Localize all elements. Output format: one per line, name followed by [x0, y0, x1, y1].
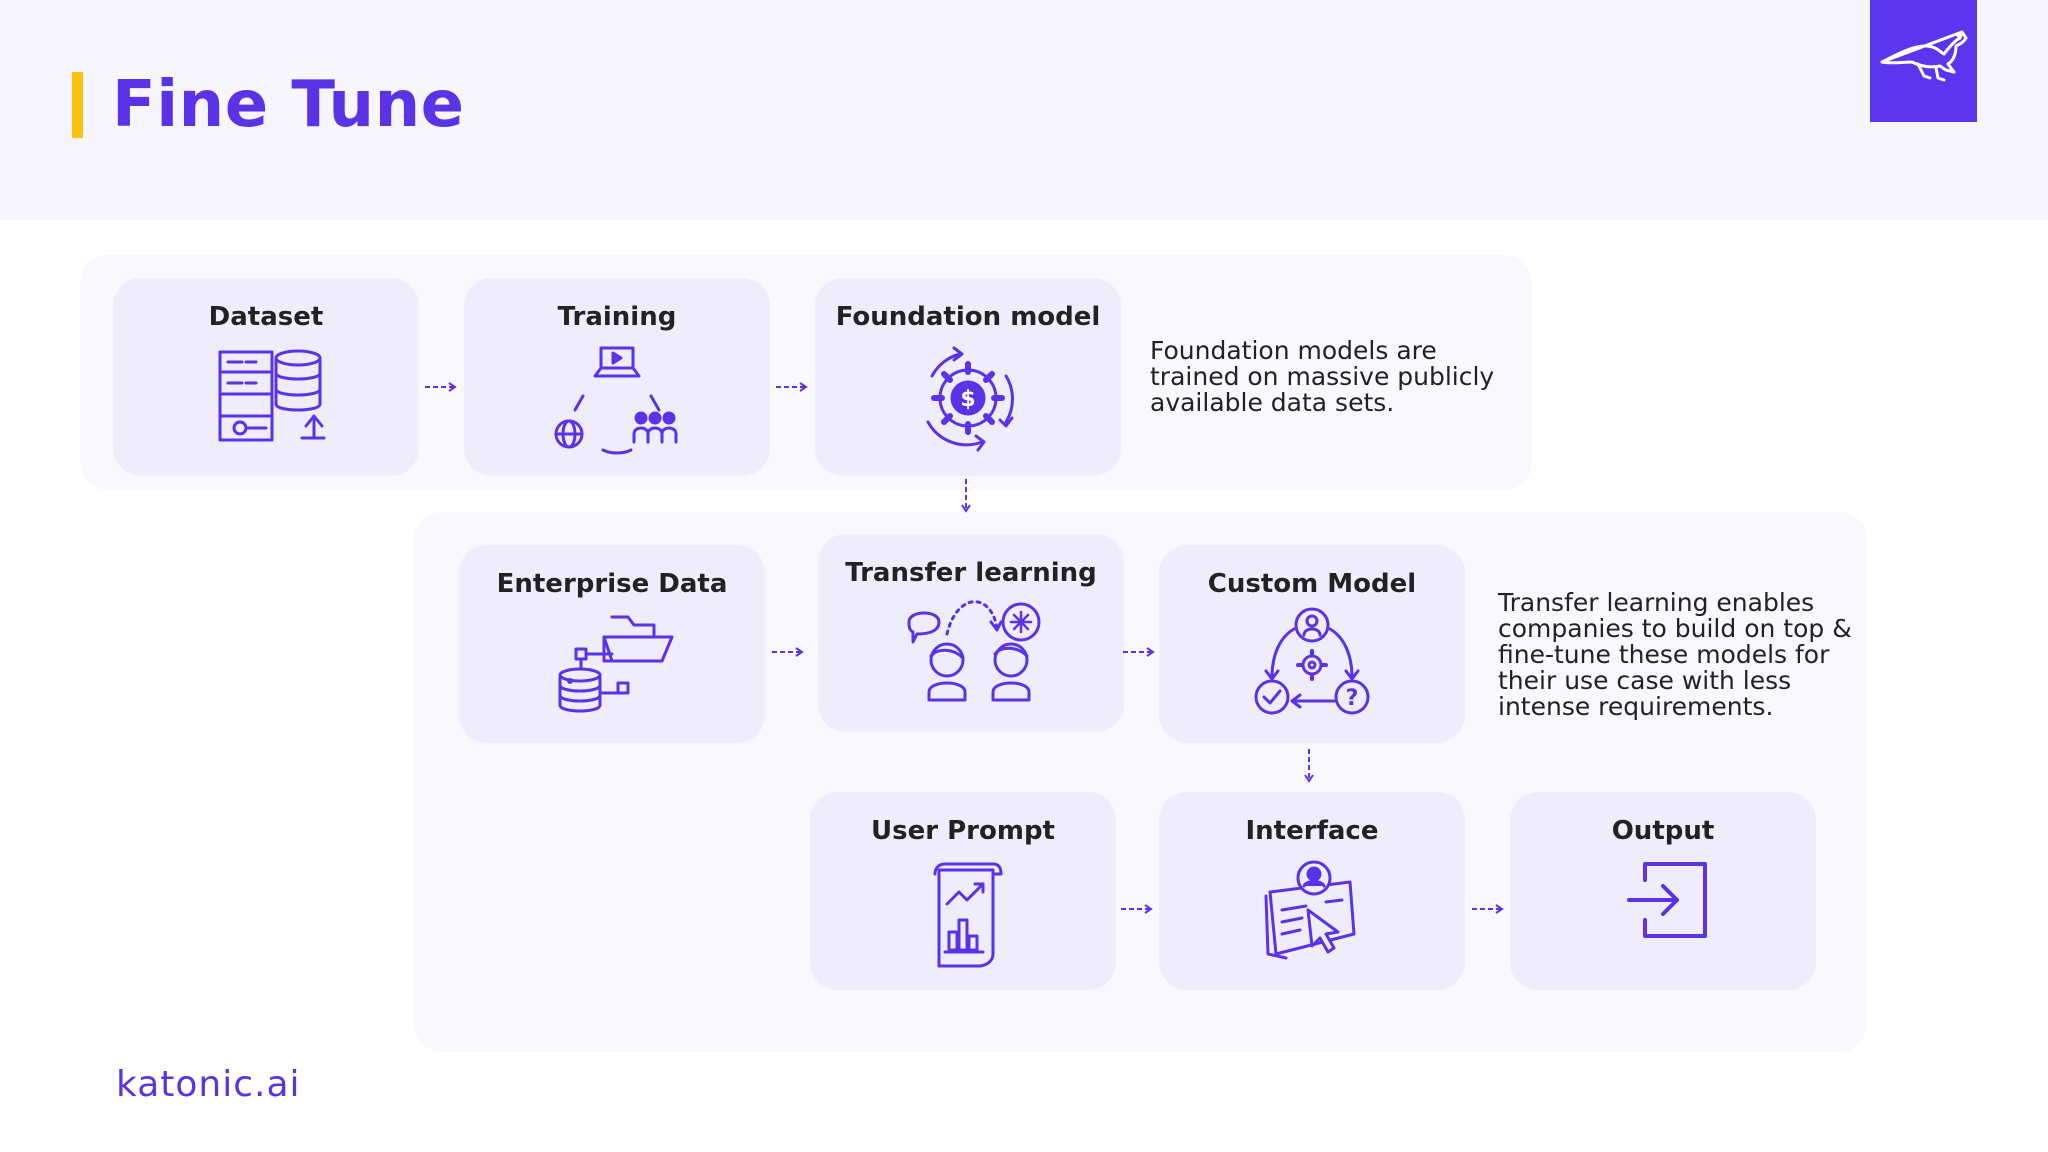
footer-brand: katonic.ai — [116, 1064, 301, 1105]
node-custom-model: Custom Model ? — [1159, 545, 1465, 743]
page-title: Fine Tune — [112, 68, 465, 142]
svg-text:$: $ — [960, 387, 975, 412]
node-label: Enterprise Data — [496, 569, 728, 599]
foundation-note: Foundation models are trained on massive… — [1150, 338, 1494, 416]
kangaroo-icon — [1880, 30, 1968, 82]
node-interface: Interface — [1159, 792, 1465, 990]
logo-badge — [1870, 0, 1977, 122]
people-knowledge-transfer-icon — [907, 600, 1041, 702]
node-foundation-model: Foundation model $ — [815, 278, 1121, 476]
node-label: Custom Model — [1207, 569, 1417, 599]
transfer-note: Transfer learning enables companies to b… — [1498, 590, 1852, 720]
gear-dollar-cycle-icon: $ — [926, 346, 1014, 452]
node-label: Transfer learning — [845, 558, 1097, 588]
connector-prompt-interface — [1121, 904, 1153, 914]
user-gear-question-icon: ? — [1254, 607, 1370, 715]
sign-in-icon — [1627, 862, 1707, 938]
connector-training-foundation — [776, 382, 808, 392]
profile-cursor-icon — [1264, 860, 1356, 960]
connector-custom-interface — [1304, 749, 1314, 783]
connector-foundation-transfer — [961, 479, 971, 513]
header-band — [0, 0, 2048, 220]
node-enterprise-data: Enterprise Data — [459, 545, 765, 743]
node-training: Training — [464, 278, 770, 476]
note-line: intense requirements. — [1498, 692, 1774, 721]
note-line: companies to build on top & — [1498, 614, 1852, 643]
note-line: Foundation models are — [1150, 336, 1437, 365]
laptop-network-people-icon — [554, 346, 678, 455]
note-line: trained on massive publicly — [1150, 362, 1495, 391]
connector-enterprise-transfer — [772, 647, 804, 657]
server-database-icon — [218, 349, 326, 442]
folder-database-icon — [558, 615, 674, 713]
connector-transfer-custom — [1123, 647, 1155, 657]
node-label: Foundation model — [835, 302, 1101, 332]
node-label: User Prompt — [871, 816, 1055, 846]
note-line: their use case with less — [1498, 666, 1792, 695]
note-line: available data sets. — [1150, 388, 1395, 417]
node-transfer-learning: Transfer learning — [818, 534, 1124, 732]
connector-dataset-training — [425, 382, 457, 392]
node-label: Interface — [1245, 816, 1379, 846]
connector-interface-output — [1472, 904, 1504, 914]
note-line: fine-tune these models for — [1498, 640, 1830, 669]
node-user-prompt: User Prompt — [810, 792, 1116, 990]
node-label: Output — [1611, 816, 1715, 846]
report-chart-icon — [933, 862, 1003, 968]
svg-text:?: ? — [1346, 686, 1359, 711]
node-dataset: Dataset — [113, 278, 419, 476]
title-accent-bar — [72, 72, 83, 138]
note-line: Transfer learning enables — [1498, 588, 1815, 617]
node-output: Output — [1510, 792, 1816, 990]
node-label: Training — [557, 302, 677, 332]
node-label: Dataset — [208, 302, 324, 332]
